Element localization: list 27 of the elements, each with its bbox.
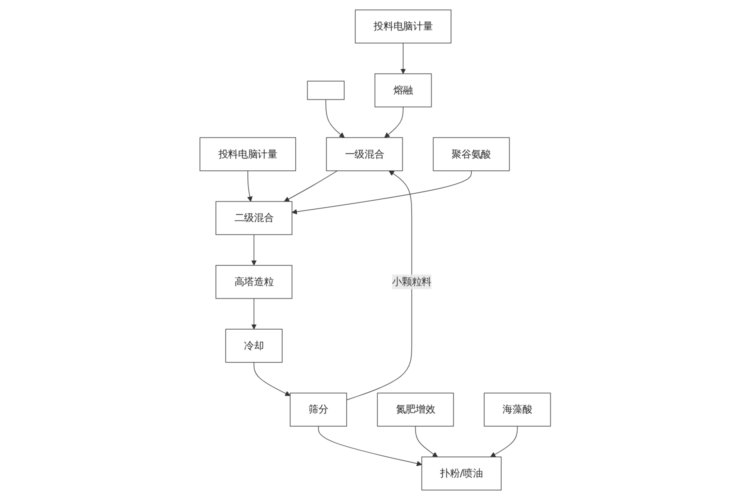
node-box <box>306 80 344 100</box>
arrow <box>346 170 412 400</box>
arrow <box>251 298 256 330</box>
arrow <box>318 426 422 466</box>
node-box: 聚谷氨酸 <box>432 137 510 172</box>
node-box: 筛分 <box>290 392 347 427</box>
arrow <box>325 99 344 138</box>
node-box: 高塔造粒 <box>215 265 292 299</box>
arrow <box>400 42 406 74</box>
arrow <box>246 170 252 202</box>
arrow <box>253 362 290 396</box>
arrow <box>414 426 438 458</box>
node-box: 海藻酸 <box>484 392 551 427</box>
arrow <box>490 426 518 458</box>
arrow <box>292 170 472 214</box>
node-box: 氮肥增效 <box>376 392 454 427</box>
node-box: 冷却 <box>225 328 282 363</box>
node-box: 二级混合 <box>215 201 292 235</box>
edge-label: 小颗粒料 <box>392 276 432 288</box>
arrow <box>384 106 404 138</box>
arrow <box>251 234 256 266</box>
node-box: 投料电脑计量 <box>354 10 452 44</box>
node-box: 投料电脑计量 <box>199 137 296 172</box>
node-box: 熔融 <box>374 73 432 108</box>
node-box: 一级混合 <box>326 137 403 172</box>
arrow <box>284 170 338 202</box>
node-box: 扑粉/喷油 <box>421 456 502 490</box>
